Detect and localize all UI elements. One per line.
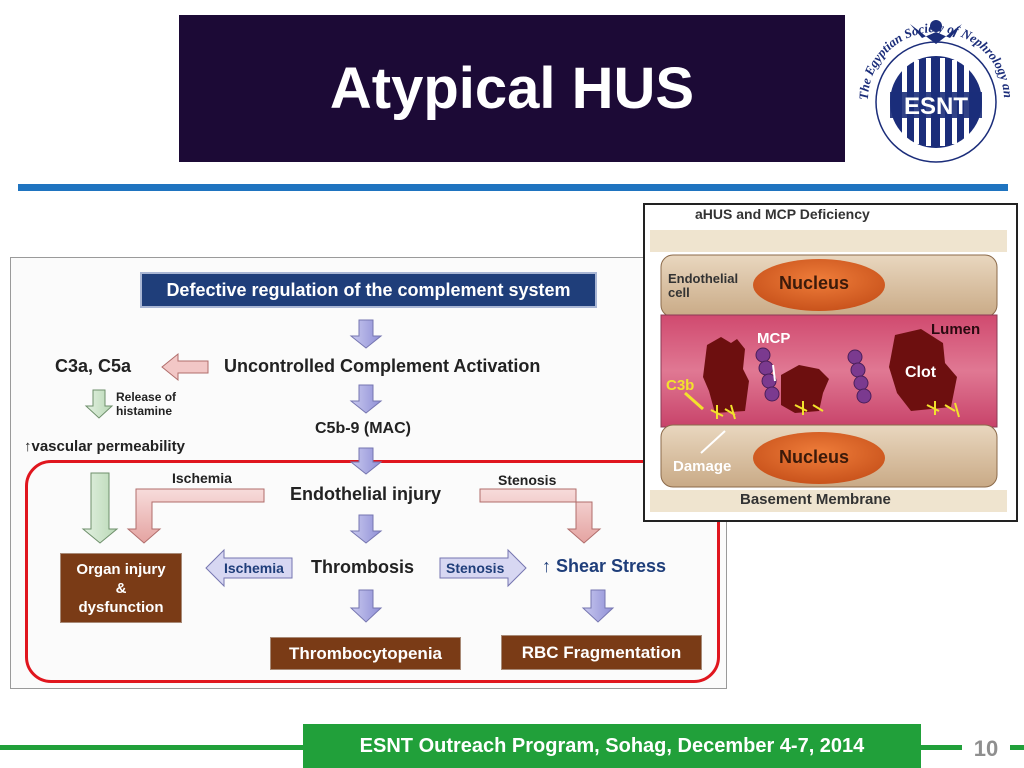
damage-pointer <box>700 430 726 454</box>
clot-shape <box>703 337 749 413</box>
organ-line-1: Organ injury <box>76 560 166 578</box>
clot-shape <box>889 329 957 411</box>
down-arrow <box>349 589 383 623</box>
nucleus-top-shape <box>753 259 885 311</box>
down-arrow <box>349 514 383 544</box>
release-line-1: Release of <box>116 390 177 404</box>
stenosis-right-arrow <box>439 548 527 588</box>
clot-label: Clot <box>905 364 937 381</box>
organ-injury-box: Organ injury & dysfunction <box>60 553 182 623</box>
footer-text: ESNT Outreach Program, Sohag, December 4… <box>359 734 865 757</box>
c3b-label: C3b <box>666 377 695 394</box>
organ-line-2: & <box>115 579 127 597</box>
down-arrow <box>581 589 615 623</box>
esnt-logo: ESNT The Egyptian Society of Nephrology … <box>850 2 1016 163</box>
endothelial-cell-label: Endothelial cell <box>668 272 738 300</box>
left-arrow <box>161 352 209 382</box>
endothelial-injury-label: Endothelial injury <box>290 484 442 504</box>
footer-banner: ESNT Outreach Program, Sohag, December 4… <box>303 724 921 768</box>
damage-label: Damage <box>673 458 732 475</box>
release-histamine-label: Release of histamine <box>116 390 176 418</box>
thrombosis-label: Thrombosis <box>311 557 415 577</box>
title-banner: Atypical HUS <box>179 15 845 162</box>
thrombocytopenia-box: Thrombocytopenia <box>270 637 461 670</box>
release-line-2: histamine <box>116 404 173 418</box>
nucleus-top-label: Nucleus <box>779 273 850 293</box>
c3b-pointer <box>684 391 704 411</box>
vascular-permeability-label: ↑vascular permeability <box>24 438 185 455</box>
shear-stress-label: ↑ Shear Stress <box>542 556 667 576</box>
down-arrow-green <box>81 472 119 544</box>
stenosis-arrow-label: Stenosis <box>446 560 505 576</box>
stenosis-bent-arrow <box>479 488 602 544</box>
ischemia-bent-arrow <box>126 488 265 544</box>
rbc-fragmentation-box: RBC Fragmentation <box>501 635 702 670</box>
endothelial-line-1: Endothelial <box>668 271 739 286</box>
organ-line-3: dysfunction <box>78 598 164 616</box>
title-divider <box>18 184 1008 191</box>
down-arrow <box>349 447 383 475</box>
mcp-figure-title: aHUS and MCP Deficiency <box>695 206 870 222</box>
mcp-pointer <box>772 364 776 382</box>
ischemia-top-label: Ischemia <box>172 470 232 486</box>
ischemia-arrow-label: Ischemia <box>224 560 284 576</box>
lumen-label: Lumen <box>931 321 981 338</box>
basement-membrane-label: Basement Membrane <box>740 491 891 508</box>
down-arrow <box>349 384 383 414</box>
down-arrow <box>349 319 383 349</box>
uncontrolled-activation-label: Uncontrolled Complement Activation <box>224 356 541 376</box>
mcp-label: MCP <box>757 330 791 347</box>
mcp-illustration <box>650 230 1007 512</box>
nucleus-bottom-shape <box>753 432 885 484</box>
stenosis-top-label: Stenosis <box>498 472 557 488</box>
mac-label: C5b-9 (MAC) <box>315 420 411 437</box>
page-number-box: 10 <box>962 731 1010 766</box>
page-number: 10 <box>973 735 999 761</box>
defective-regulation-box: Defective regulation of the complement s… <box>140 272 597 308</box>
down-arrow-green <box>84 389 114 419</box>
endothelial-line-2: cell <box>668 285 690 300</box>
page-title: Atypical HUS <box>329 56 695 121</box>
nucleus-bottom-label: Nucleus <box>779 447 850 467</box>
logo-initials: ESNT <box>904 93 968 120</box>
ischemia-left-arrow <box>205 548 293 588</box>
c3a-c5a-label: C3a, C5a <box>55 356 132 376</box>
clot-shape <box>781 365 829 413</box>
